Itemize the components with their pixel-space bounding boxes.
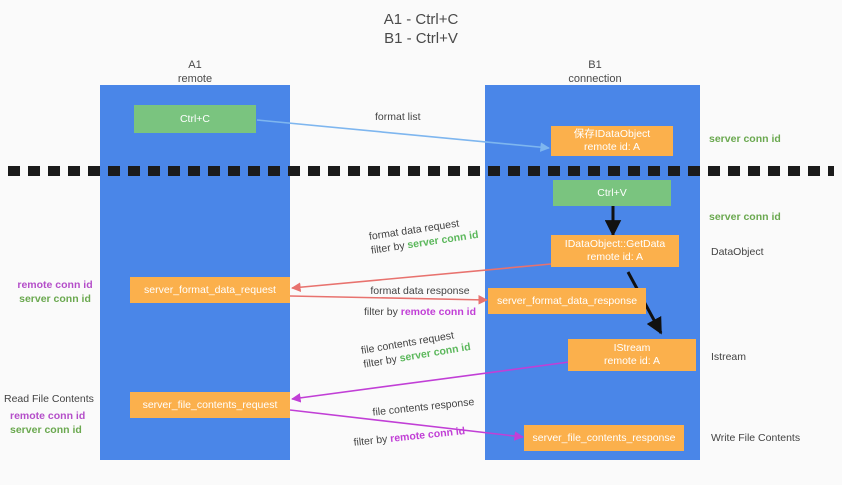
left-pair2-remote: remote conn id bbox=[10, 410, 86, 422]
lane-header-a1: A1 remote bbox=[120, 58, 270, 86]
node-file-resp-label: server_file_contents_response bbox=[532, 431, 676, 444]
edge-label-format-data-response: format data response filter by remote co… bbox=[335, 284, 505, 319]
node-save-idataobject-line2: remote id: A bbox=[583, 141, 641, 153]
dashed-divider bbox=[8, 166, 834, 176]
node-istream[interactable]: IStream remote id: A bbox=[568, 339, 696, 371]
node-save-idataobject[interactable]: 保存IDataObject remote id: A bbox=[551, 126, 673, 156]
node-idataobject-getdata[interactable]: IDataObject::GetData remote id: A bbox=[551, 235, 679, 267]
node-fmt-req-label: server_format_data_request bbox=[144, 283, 276, 296]
right-label-dataobject: DataObject bbox=[711, 246, 764, 258]
title-line-2: B1 - Ctrl+V bbox=[384, 30, 458, 47]
node-ctrl-c[interactable]: Ctrl+C bbox=[134, 105, 256, 133]
edge-fdresp-filter: filter by remote conn id bbox=[335, 305, 505, 319]
left-label-conn-id-pair-1: remote conn id server conn id bbox=[10, 278, 100, 306]
edge-label-format-list: format list bbox=[375, 110, 421, 124]
edge-label-file-contents-response: file contents response filter by remote … bbox=[350, 396, 475, 450]
edge-fdresp-line1: format data response bbox=[370, 285, 470, 297]
edge-fdreq-filter-prefix: filter by bbox=[370, 239, 409, 257]
edge-fcresp-filter-prefix: filter by bbox=[353, 432, 391, 449]
edge-label-format-data-request: format data request filter by server con… bbox=[368, 218, 479, 258]
edge-fdresp-filter-value: remote conn id bbox=[400, 306, 477, 318]
title-line-1: A1 - Ctrl+C bbox=[383, 11, 459, 28]
lane-b1-name: B1 bbox=[588, 59, 602, 71]
diagram-title: A1 - Ctrl+C B1 - Ctrl+V bbox=[0, 10, 842, 48]
lane-header-b1: B1 connection bbox=[520, 58, 670, 86]
node-fmt-resp-label: server_format_data_response bbox=[496, 294, 638, 307]
right-label-server-conn-id-mid: server conn id bbox=[709, 211, 781, 223]
edge-fdresp-filter-prefix: filter by bbox=[363, 306, 401, 318]
node-getdata-line1: IDataObject::GetData bbox=[564, 238, 666, 250]
node-server-format-data-response[interactable]: server_format_data_response bbox=[488, 288, 646, 314]
node-server-file-contents-response[interactable]: server_file_contents_response bbox=[524, 425, 684, 451]
node-save-idataobject-line1: 保存IDataObject bbox=[573, 128, 651, 140]
edge-format-list-text: format list bbox=[375, 111, 421, 123]
left-pair1-server: server conn id bbox=[19, 293, 91, 305]
node-getdata-line2: remote id: A bbox=[586, 251, 644, 263]
node-istream-line2: remote id: A bbox=[603, 355, 661, 367]
node-server-format-data-request[interactable]: server_format_data_request bbox=[130, 277, 290, 303]
right-label-write-file-contents: Write File Contents bbox=[711, 432, 801, 444]
node-ctrl-c-label: Ctrl+C bbox=[179, 112, 211, 125]
node-server-file-contents-request[interactable]: server_file_contents_request bbox=[130, 392, 290, 418]
node-file-req-label: server_file_contents_request bbox=[142, 398, 278, 411]
node-ctrl-v[interactable]: Ctrl+V bbox=[553, 180, 671, 206]
left-label-read-file-contents-group: Read File Contents remote conn id server… bbox=[4, 392, 102, 437]
lane-a1-role: remote bbox=[177, 73, 213, 85]
left-pair2-server: server conn id bbox=[10, 424, 82, 436]
edge-fcresp-filter-value: remote conn id bbox=[389, 425, 466, 445]
node-ctrl-v-label: Ctrl+V bbox=[597, 186, 627, 199]
right-label-server-conn-id-top: server conn id bbox=[709, 133, 781, 145]
left-pair1-remote: remote conn id bbox=[17, 279, 93, 291]
node-istream-line1: IStream bbox=[613, 342, 651, 354]
lane-a1-name: A1 bbox=[188, 59, 202, 71]
left-read-file-contents: Read File Contents bbox=[4, 393, 94, 405]
edge-fcresp-line1: file contents response bbox=[371, 396, 475, 419]
lane-b1-role: connection bbox=[568, 73, 622, 85]
edge-label-file-contents-request: file contents request filter by server c… bbox=[360, 329, 471, 372]
edge-fcresp-filter: filter by remote conn id bbox=[353, 423, 478, 450]
right-label-istream: Istream bbox=[711, 351, 747, 363]
